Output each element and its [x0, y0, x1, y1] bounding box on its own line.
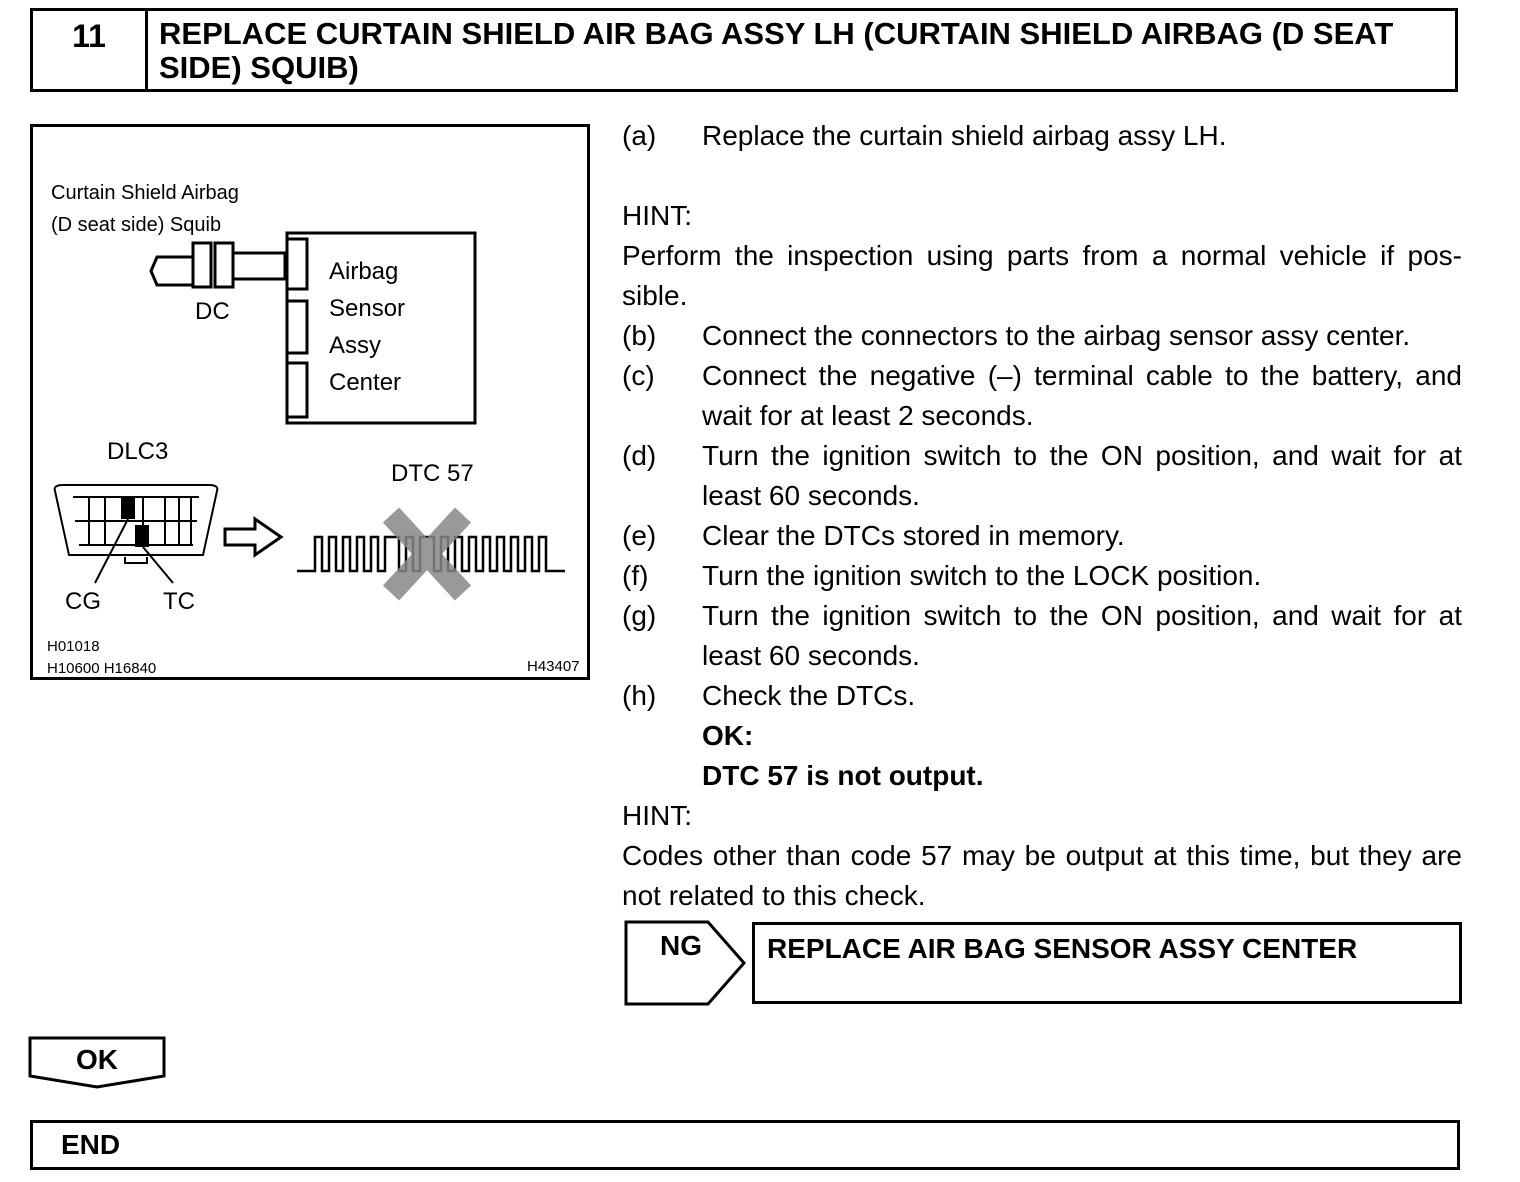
connector-label: DC: [195, 298, 230, 325]
wiring-figure: Curtain Shield Airbag (D seat side) Squi…: [30, 124, 590, 680]
step-label: (g): [622, 600, 657, 631]
dtc-label: DTC 57: [391, 460, 474, 487]
step-text: Connect the negative (–) terminal cable …: [702, 360, 1462, 431]
sensor-label-line3: Assy: [329, 332, 381, 359]
step-number: 11: [33, 11, 148, 89]
cg-label: CG: [65, 588, 101, 615]
step-text: Clear the DTCs stored in memory.: [702, 520, 1125, 551]
step-label: (e): [622, 520, 657, 551]
sensor-label-line1: Airbag: [329, 258, 398, 285]
sensor-label-line4: Center: [329, 369, 401, 396]
step-text: Connect the connectors to the airbag sen…: [702, 320, 1411, 351]
step-c: (c) Connect the negative (–) terminal ca…: [622, 356, 1462, 436]
ng-arrow-shape: [624, 920, 746, 1006]
right-arrow-icon: [223, 516, 284, 558]
ng-action-text: REPLACE AIR BAG SENSOR ASSY CENTER: [767, 933, 1358, 964]
step-text: Turn the ignition switch to the ON posit…: [702, 600, 1462, 671]
step-header: 11 REPLACE CURTAIN SHIELD AIR BAG ASSY L…: [30, 8, 1458, 92]
step-b: (b) Connect the connectors to the airbag…: [622, 316, 1462, 356]
ok-arrow-shape: [28, 1036, 166, 1089]
hint2-heading: HINT:: [622, 800, 692, 831]
end-box: END: [30, 1120, 1460, 1170]
ref-codes-line1: H01018: [47, 638, 100, 655]
step-title: REPLACE CURTAIN SHIELD AIR BAG ASSY LH (…: [159, 16, 1394, 85]
hint-text: Perform the inspection using parts from …: [622, 240, 1462, 311]
ok-condition-text: DTC 57 is not output.: [702, 760, 984, 791]
squib-label-line2: (D seat side) Squib: [51, 214, 221, 236]
ng-action-box: REPLACE AIR BAG SENSOR ASSY CENTER: [752, 922, 1462, 1004]
step-label: (b): [622, 320, 657, 351]
step-label: (c): [622, 360, 655, 391]
instruction-list: (a) Replace the curtain shield airbag as…: [622, 116, 1462, 916]
squib-connector-symbol: [149, 241, 287, 289]
step-d: (d) Turn the ignition switch to the ON p…: [622, 436, 1462, 516]
figure-drawing: Curtain Shield Airbag (D seat side) Squi…: [47, 182, 580, 677]
dlc3-connector: [53, 484, 219, 564]
step-text: Check the DTCs.: [702, 680, 916, 711]
step-text: Turn the ignition switch to the ON posit…: [702, 440, 1462, 511]
step-g: (g) Turn the ignition switch to the ON p…: [622, 596, 1462, 676]
step-label: (f): [622, 560, 649, 591]
step-h: (h) Check the DTCs.: [622, 676, 1462, 716]
tc-leader: [142, 546, 174, 584]
ng-label: NG: [660, 930, 702, 961]
cg-terminal: [121, 497, 135, 519]
sensor-label-line2: Sensor: [329, 295, 405, 322]
step-a: (a) Replace the curtain shield airbag as…: [622, 116, 1462, 156]
squib-label-line1: Curtain Shield Airbag: [51, 182, 239, 204]
step-label: (d): [622, 440, 657, 471]
step-label: (a): [622, 120, 657, 151]
hint2-text: Codes other than code 57 may be output a…: [622, 840, 1462, 911]
step-e: (e) Clear the DTCs stored in memory.: [622, 516, 1462, 556]
end-label: END: [61, 1129, 121, 1160]
step-f: (f) Turn the ignition switch to the LOCK…: [622, 556, 1462, 596]
airbag-sensor-box: [285, 231, 477, 425]
tc-label: TC: [163, 588, 195, 615]
tc-terminal: [135, 525, 149, 547]
step-text: Turn the ignition switch to the LOCK pos…: [702, 560, 1262, 591]
ref-codes-line2: H10600 H16840: [47, 660, 156, 677]
step-label: (h): [622, 680, 657, 711]
ok-label: OK: [76, 1044, 118, 1075]
ok-condition-heading: OK:: [702, 720, 754, 751]
hint-heading: HINT:: [622, 200, 692, 231]
dlc-label: DLC3: [107, 438, 168, 465]
cg-leader: [94, 518, 129, 584]
figure-id: H43407: [527, 658, 580, 675]
step-text: Replace the curtain shield airbag assy L…: [702, 120, 1227, 151]
cross-mark-icon: [382, 507, 472, 601]
